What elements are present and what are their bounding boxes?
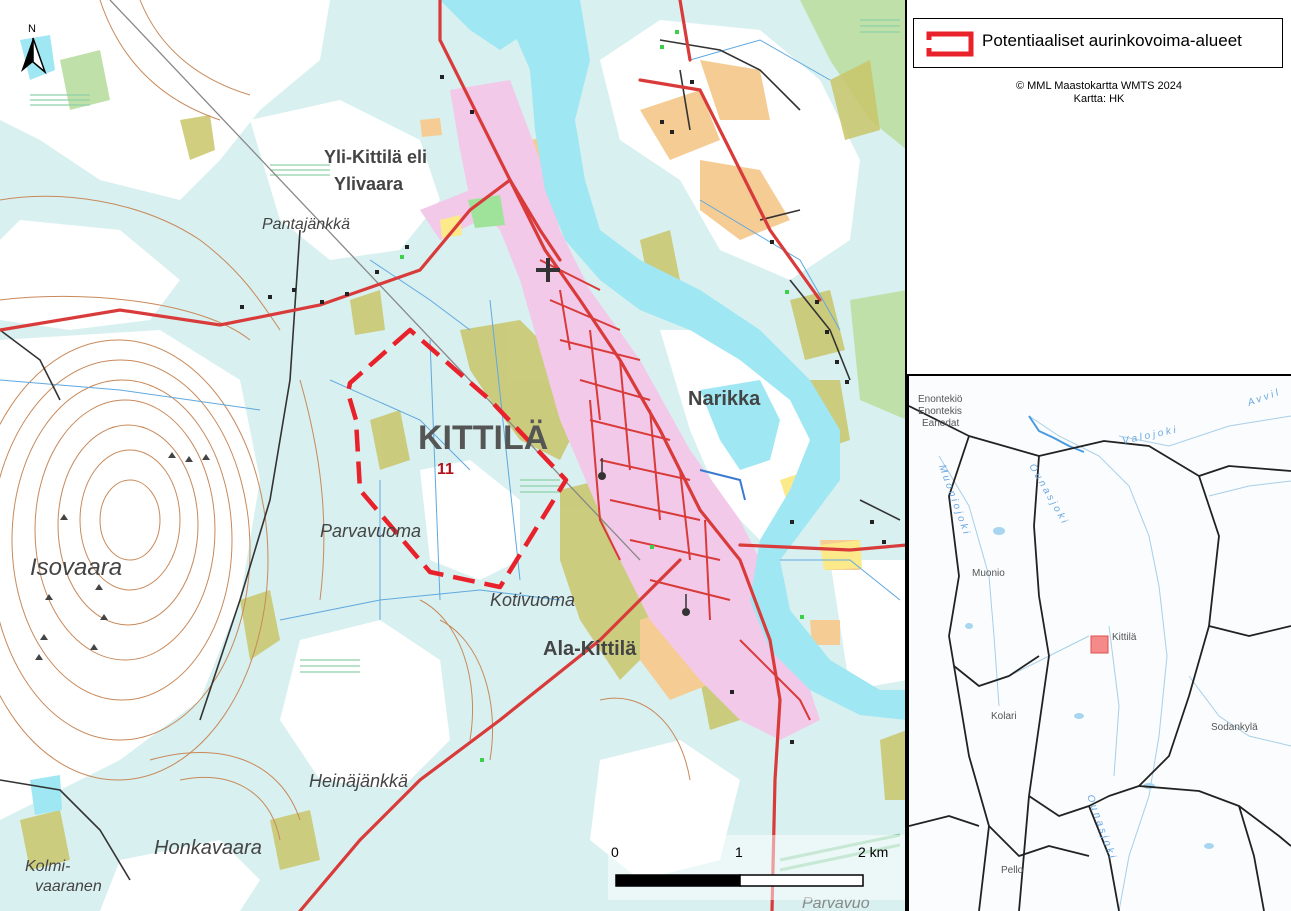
contour-lines — [0, 0, 691, 841]
label-narikka: Narikka — [688, 388, 761, 410]
inset-labels: Enontekiö Enontekis Eanodat Muonio Kitti… — [918, 394, 1258, 876]
olive-patches — [20, 60, 907, 870]
rock-symbols — [35, 452, 210, 660]
inset-overview-map[interactable]: Enontekiö Enontekis Eanodat Muonio Kitti… — [907, 374, 1291, 911]
inset-label-eanodat: Eanodat — [922, 418, 959, 429]
north-label: N — [28, 23, 36, 35]
solar-area-11-outline[interactable] — [345, 327, 569, 590]
church-icon — [536, 258, 560, 282]
inset-location-marker[interactable] — [1090, 635, 1109, 654]
inset-label-pello: Pello — [1001, 865, 1024, 876]
credit-map-author: Kartta: HK — [1073, 93, 1125, 105]
buildings — [240, 75, 886, 744]
inset-label-muonio: Muonio — [972, 568, 1005, 579]
legend-solar-area-icon — [926, 31, 974, 57]
inset-rivers — [938, 415, 1291, 911]
label-isovaara: Isovaara — [30, 554, 122, 581]
overview-svg: Enontekiö Enontekis Eanodat Muonio Kitti… — [909, 376, 1291, 911]
label-area-number: 11 — [437, 461, 454, 478]
legend-label: Potentiaaliset aurinkovoima-alueet — [982, 31, 1242, 50]
pond-south — [30, 775, 62, 815]
scale-tick-2: 2 km — [858, 844, 888, 860]
wetland-hatch — [30, 19, 900, 673]
label-vaaranen: vaaranen — [35, 878, 102, 895]
streams — [0, 39, 901, 621]
legend: Potentiaaliset aurinkovoima-alueet — [913, 18, 1283, 68]
scale-tick-0: 0 — [611, 844, 619, 860]
urban-patch — [420, 190, 480, 240]
scale-tick-1: 1 — [735, 844, 743, 860]
inset-label-sodankyla: Sodankylä — [1211, 722, 1258, 733]
label-kotivuoma: Kotivuoma — [490, 590, 575, 610]
town-streets — [539, 259, 811, 721]
inset-label-enontekis: Enontekis — [918, 406, 962, 417]
label-yli-kittila: Yli-Kittilä eli — [324, 147, 427, 167]
inset-label-kolari: Kolari — [991, 711, 1017, 722]
label-ala-kittila: Ala-Kittilä — [543, 638, 637, 660]
credit-source: © MML Maastokartta WMTS 2024 — [1015, 80, 1183, 92]
scale-bar: 0 1 2 km — [608, 835, 907, 900]
main-map[interactable]: Yli-Kittilä eli Ylivaara Pantajänkkä Nar… — [0, 0, 907, 911]
inset-label-enontekio: Enontekiö — [918, 394, 963, 405]
main-roads — [0, 0, 907, 911]
label-honkavaara: Honkavaara — [154, 837, 262, 859]
river-upstream — [440, 0, 530, 50]
label-ylivaara: Ylivaara — [334, 174, 404, 194]
inset-label-kittila: Kittilä — [1112, 632, 1137, 643]
lake-narikka — [700, 380, 780, 470]
river — [500, 0, 907, 720]
label-pantajankka: Pantajänkkä — [262, 216, 350, 233]
label-heinajankka: Heinäjänkkä — [309, 771, 408, 791]
minor-roads — [0, 39, 901, 881]
topographic-map: Yli-Kittilä eli Ylivaara Pantajänkkä Nar… — [0, 0, 907, 911]
label-kolmi: Kolmi- — [25, 858, 70, 875]
credits: © MML Maastokartta WMTS 2024 Kartta: HK — [907, 80, 1291, 106]
north-arrow-icon: N — [21, 23, 47, 75]
frame-divider — [905, 0, 907, 911]
label-kittila-large: KITTILÄ — [418, 419, 548, 457]
side-panel: Potentiaaliset aurinkovoima-alueet © MML… — [907, 0, 1291, 911]
transmitter-icon — [598, 458, 690, 616]
label-parvavuoma: Parvavuoma — [320, 521, 421, 541]
green-markers — [400, 30, 804, 762]
inset-boundaries — [909, 405, 1291, 911]
